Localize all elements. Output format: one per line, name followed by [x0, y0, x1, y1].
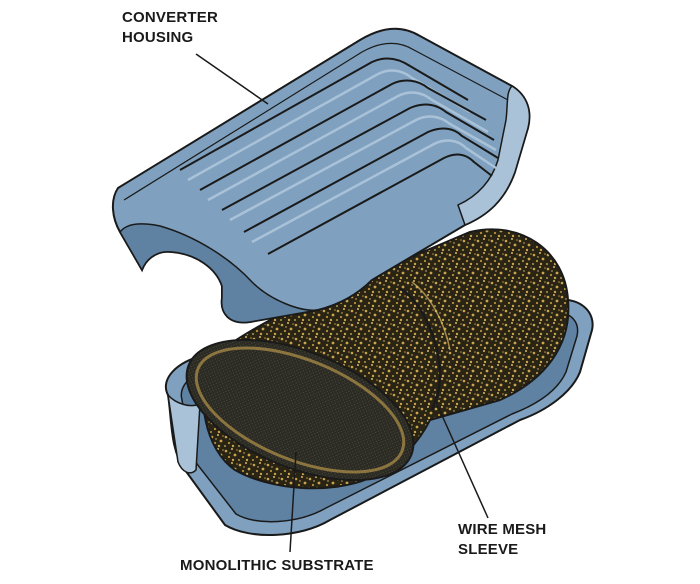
monolithic-substrate-label: MONOLITHIC SUBSTRATE — [180, 557, 374, 574]
wire-mesh-sleeve-label-line2: SLEEVE — [458, 541, 519, 558]
monolithic-substrate — [185, 338, 415, 482]
wire-mesh-sleeve-label: WIRE MESH SLEEVE — [458, 520, 546, 560]
wire-mesh-sleeve-label-line1: WIRE MESH — [458, 521, 547, 538]
converter-housing-label-line1: CONVERTER — [122, 9, 218, 26]
converter-housing-shell — [112, 27, 531, 324]
substrate-leader-line — [289, 451, 297, 553]
converter-housing-label-line2: HOUSING — [122, 29, 194, 46]
converter-housing-label: CONVERTER HOUSING — [122, 8, 218, 48]
sleeve-leader-line — [435, 401, 489, 519]
housing-leader-line — [195, 53, 269, 105]
